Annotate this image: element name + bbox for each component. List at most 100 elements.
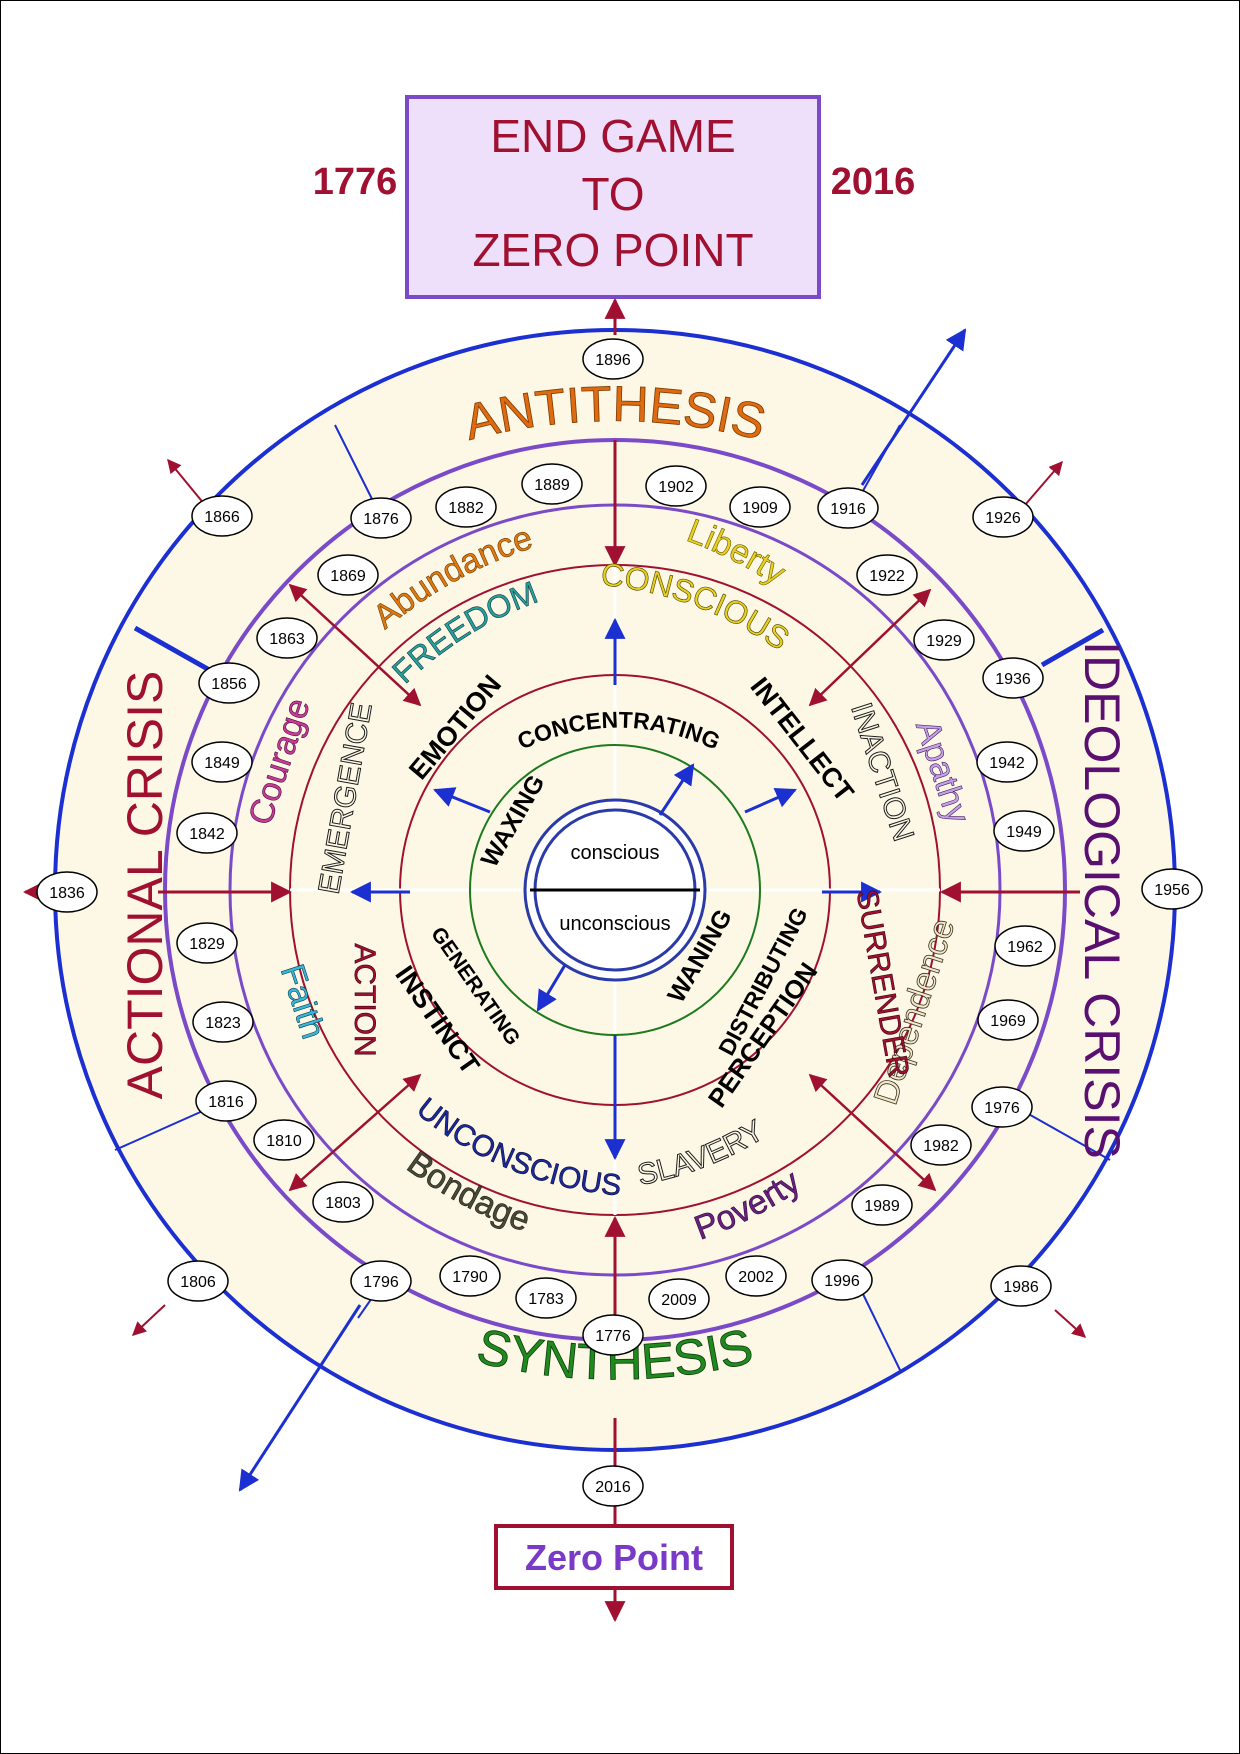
year-1909: 1909 <box>729 486 791 528</box>
arrow-diag-ll <box>288 1073 422 1192</box>
year-1986: 1986 <box>990 1265 1052 1307</box>
svg-text:1926: 1926 <box>985 510 1021 527</box>
svg-text:1969: 1969 <box>990 1013 1026 1030</box>
svg-text:1806: 1806 <box>180 1274 216 1291</box>
year-1790: 1790 <box>439 1255 501 1297</box>
svg-text:1842: 1842 <box>189 826 225 843</box>
year-2009: 2009 <box>648 1278 710 1320</box>
svg-text:2016: 2016 <box>595 1479 631 1496</box>
arrow-diag-lr <box>808 1073 937 1192</box>
svg-text:1902: 1902 <box>658 479 694 496</box>
year-1796: 1796 <box>350 1260 412 1302</box>
label-actional-crisis: ACTIONAL CRISIS <box>117 671 173 1100</box>
year-1976: 1976 <box>971 1086 1033 1128</box>
year-2016-bottom: 2016 <box>582 1465 644 1507</box>
svg-text:1790: 1790 <box>452 1269 488 1286</box>
svg-text:1996: 1996 <box>824 1273 860 1290</box>
svg-text:1810: 1810 <box>266 1133 302 1150</box>
year-1806: 1806 <box>167 1260 229 1302</box>
svg-text:2009: 2009 <box>661 1292 697 1309</box>
blue-core-sw <box>536 964 567 1012</box>
header-box <box>405 95 821 299</box>
divider-lr <box>1024 1111 1111 1161</box>
year-1989: 1989 <box>851 1184 913 1226</box>
svg-text:1962: 1962 <box>1007 939 1043 956</box>
divider-ul <box>334 424 376 506</box>
svg-text:1856: 1856 <box>211 676 247 693</box>
year-1956: 1956 <box>1141 868 1203 910</box>
year-1776: 1776 <box>582 1314 644 1356</box>
year-1829: 1829 <box>176 922 238 964</box>
blue-ne <box>744 788 797 814</box>
year-1902: 1902 <box>645 465 707 507</box>
year-1842: 1842 <box>176 812 238 854</box>
year-1866: 1866 <box>191 495 253 537</box>
year-1922: 1922 <box>856 554 918 596</box>
year-1803: 1803 <box>312 1181 374 1223</box>
zero-point-box <box>494 1524 734 1590</box>
svg-text:1922: 1922 <box>869 568 905 585</box>
year-1969: 1969 <box>977 999 1039 1041</box>
year-1816: 1816 <box>195 1080 257 1122</box>
divider-right-thick <box>1040 627 1105 668</box>
svg-text:1823: 1823 <box>205 1015 241 1032</box>
divider-br <box>861 1291 901 1371</box>
svg-text:1836: 1836 <box>49 885 85 902</box>
svg-text:1869: 1869 <box>330 568 366 585</box>
blue-diag-ur <box>860 328 967 486</box>
year-1942: 1942 <box>976 741 1038 783</box>
year-1896: 1896 <box>582 338 644 380</box>
year-1863: 1863 <box>256 617 318 659</box>
svg-text:1896: 1896 <box>595 352 631 369</box>
blue-diag-ll <box>238 1304 362 1492</box>
year-1882: 1882 <box>435 486 497 528</box>
label-ideological-crisis: IDEOLOGICAL CRISIS <box>1074 641 1130 1159</box>
arrow-out-1986 <box>1054 1309 1087 1338</box>
svg-text:1866: 1866 <box>204 509 240 526</box>
blue-nw <box>433 787 491 814</box>
svg-text:1929: 1929 <box>926 633 962 650</box>
year-bubbles: 1896 1866 1876 1882 1889 1902 1909 1916 … <box>36 338 1203 1507</box>
year-1849: 1849 <box>191 741 253 783</box>
svg-text:1889: 1889 <box>534 477 570 494</box>
core-conscious: conscious <box>571 842 660 864</box>
header-line-1: END GAME <box>490 110 735 162</box>
year-1783: 1783 <box>515 1277 577 1319</box>
year-1810: 1810 <box>253 1119 315 1161</box>
svg-text:1936: 1936 <box>995 671 1031 688</box>
header-line-2: TO <box>581 168 644 220</box>
year-1949: 1949 <box>993 810 1055 852</box>
header-line-3: ZERO POINT <box>472 224 753 276</box>
year-1856: 1856 <box>198 662 260 704</box>
svg-text:1949: 1949 <box>1006 824 1042 841</box>
arrow-diag-ur <box>808 588 932 707</box>
svg-text:1909: 1909 <box>742 500 778 517</box>
year-1823: 1823 <box>192 1001 254 1043</box>
year-1936: 1936 <box>982 657 1044 699</box>
arrow-out-1806 <box>131 1304 166 1336</box>
core-unconscious: unconscious <box>559 913 670 935</box>
svg-text:1989: 1989 <box>864 1198 900 1215</box>
svg-text:1776: 1776 <box>595 1328 631 1345</box>
svg-text:1783: 1783 <box>528 1291 564 1308</box>
divider-left-thick <box>133 625 215 675</box>
svg-text:1982: 1982 <box>923 1138 959 1155</box>
svg-text:1829: 1829 <box>189 936 225 953</box>
label-action: ACTION <box>348 943 381 1056</box>
divider-ll <box>114 1109 206 1151</box>
year-1836: 1836 <box>36 871 98 913</box>
year-2002: 2002 <box>725 1255 787 1297</box>
svg-text:1796: 1796 <box>363 1274 399 1291</box>
svg-text:1976: 1976 <box>984 1100 1020 1117</box>
year-1962: 1962 <box>994 925 1056 967</box>
zero-point-label: Zero Point <box>525 1537 703 1578</box>
svg-text:1882: 1882 <box>448 500 484 517</box>
svg-text:1803: 1803 <box>325 1195 361 1212</box>
svg-text:2002: 2002 <box>738 1269 774 1286</box>
svg-text:1916: 1916 <box>830 501 866 518</box>
svg-text:1816: 1816 <box>208 1094 244 1111</box>
arrow-out-1926 <box>1024 460 1063 506</box>
year-1996: 1996 <box>811 1259 873 1301</box>
arrow-diag-ul <box>288 583 422 707</box>
svg-text:1876: 1876 <box>363 511 399 528</box>
